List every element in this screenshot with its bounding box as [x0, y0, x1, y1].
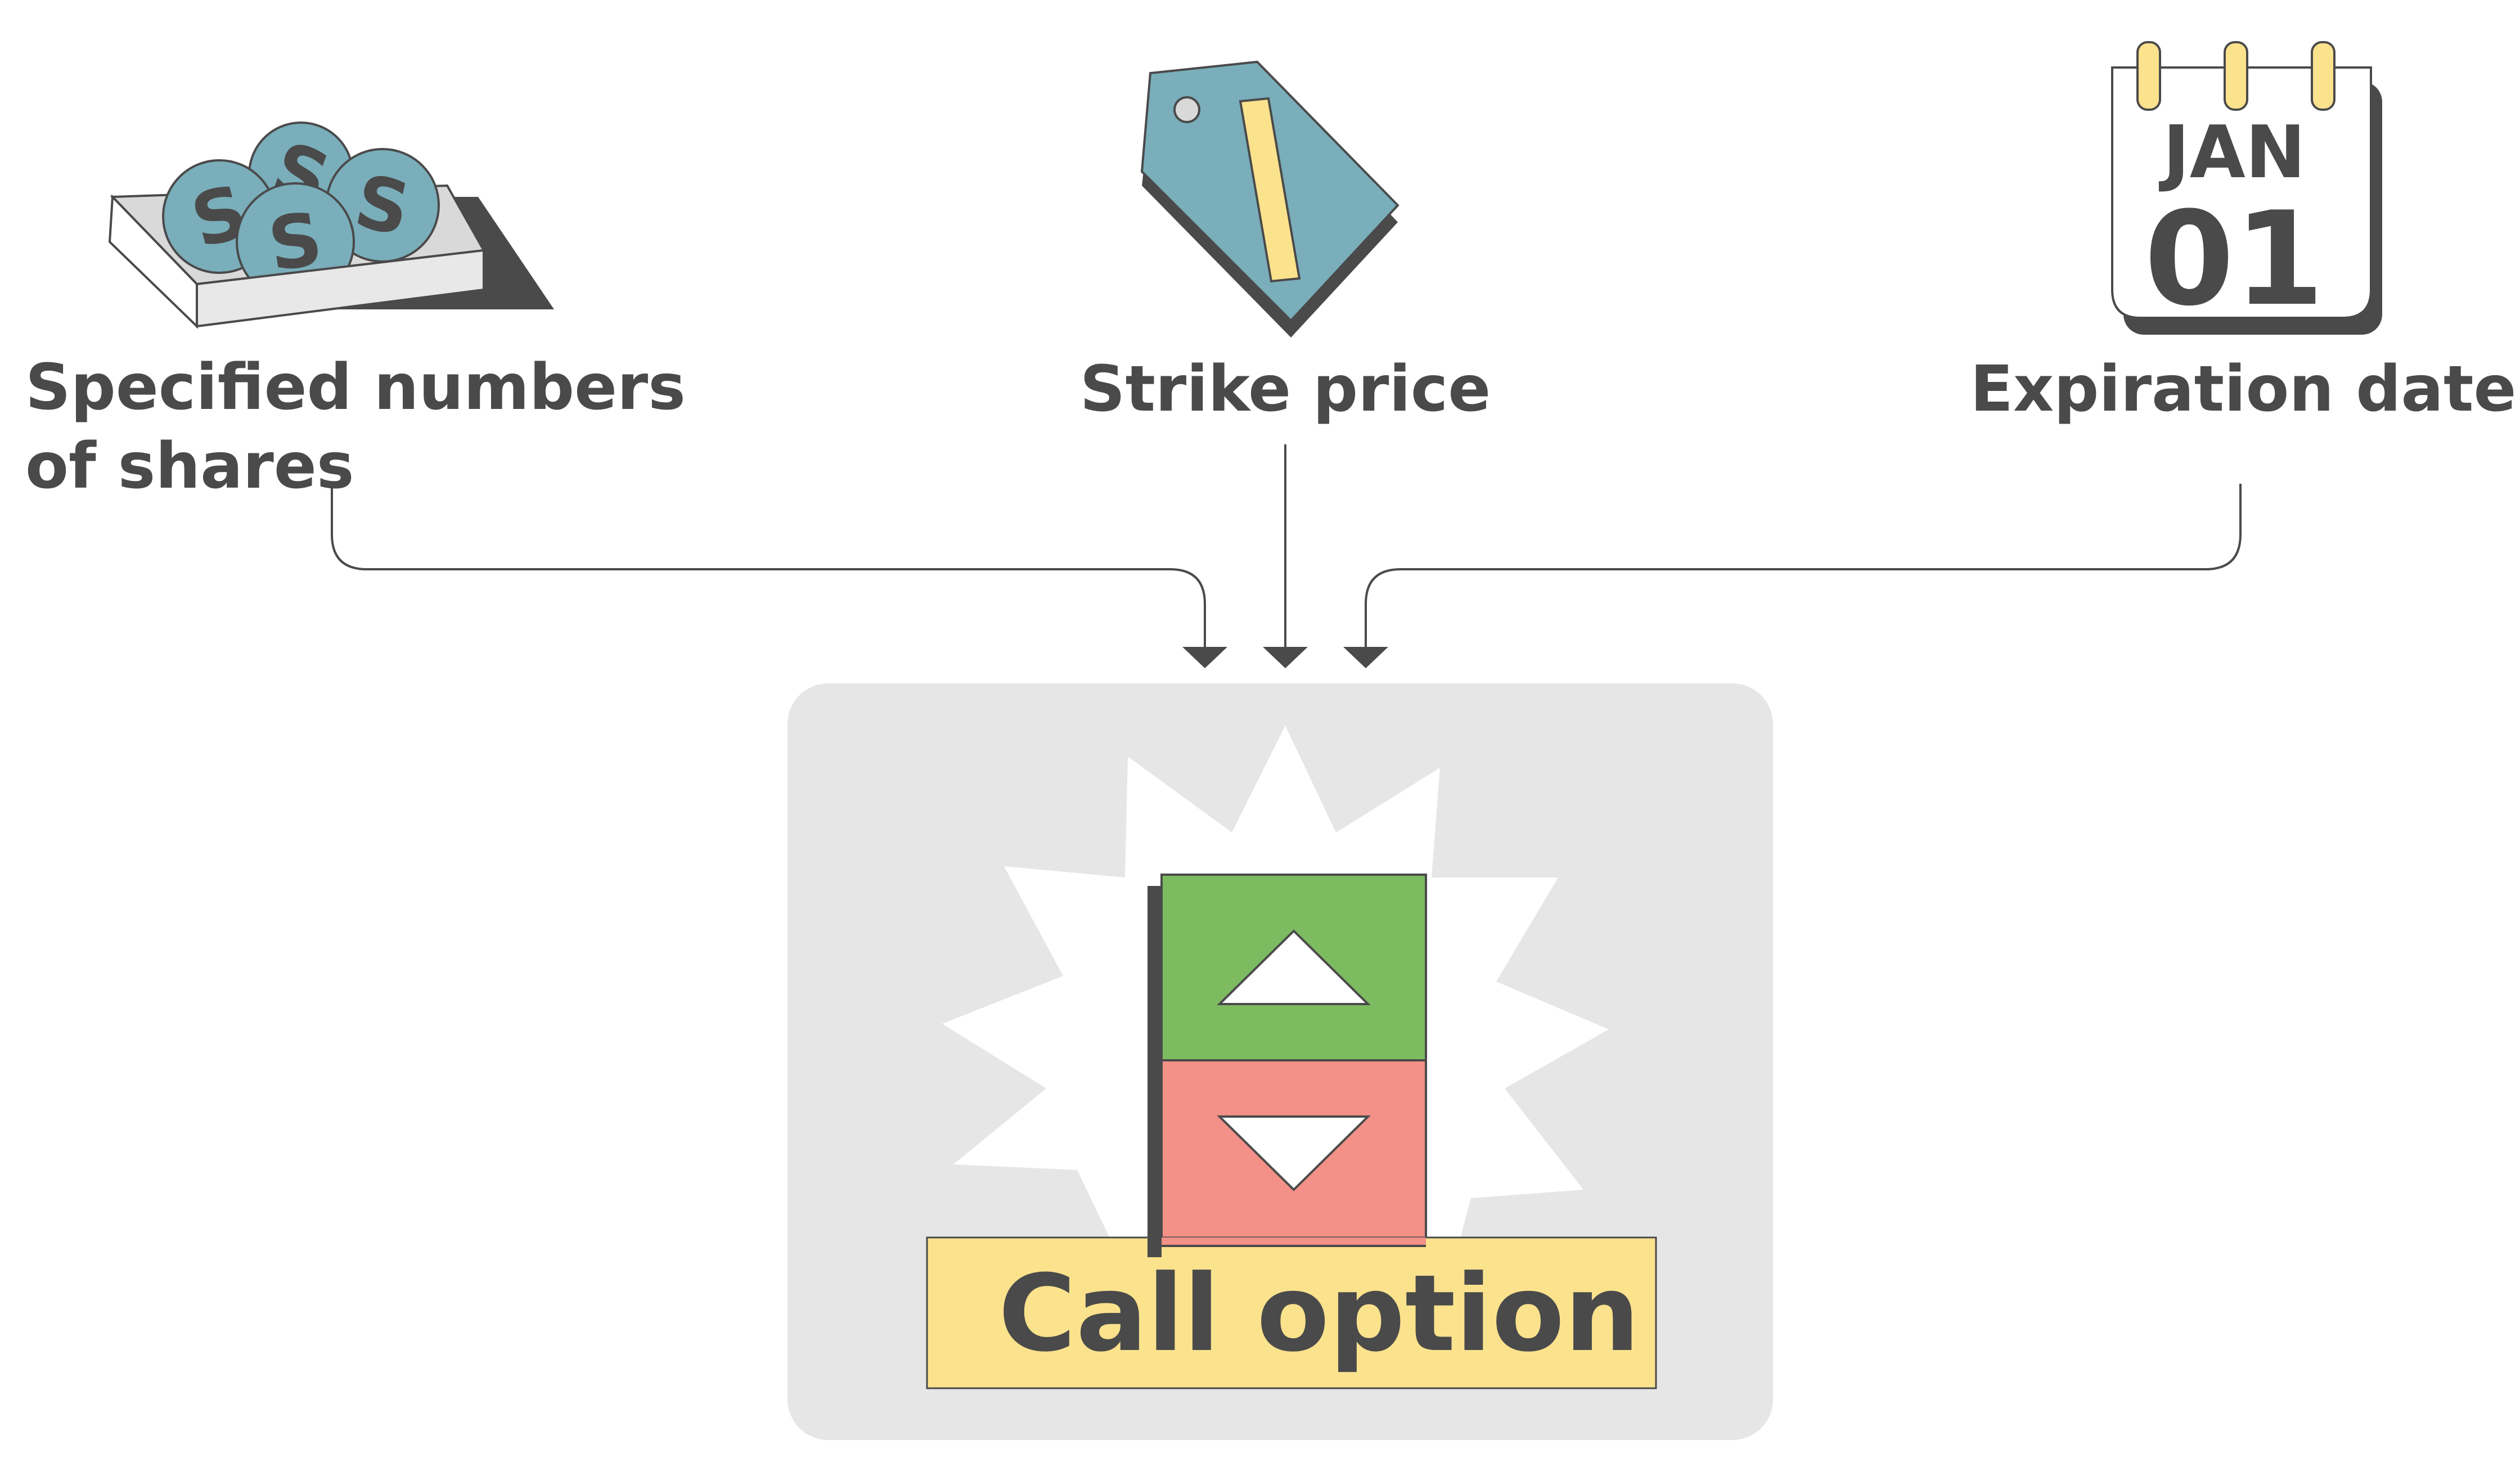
label-strike-price: Strike price [1080, 353, 1491, 426]
calendar-icon: JAN 01 [2111, 41, 2382, 335]
label-shares-line1: Specified numbers [25, 351, 686, 424]
arrow-head-shares [1182, 647, 1227, 668]
arrow-head-strike [1263, 647, 1308, 668]
call-option-banner [926, 1236, 1657, 1389]
calendar-day: 01 [2144, 184, 2324, 335]
connector-expiration [1365, 484, 2242, 647]
connector-shares [331, 484, 1206, 647]
label-shares-line2: of shares [25, 430, 354, 503]
up-arrow-icon [1217, 929, 1371, 1005]
down-arrow-icon [1217, 1115, 1371, 1191]
calendar-month: JAN [2158, 111, 2306, 195]
price-tag-icon [1140, 60, 1400, 338]
arrow-head-expiration [1343, 647, 1388, 668]
call-option-label: Call option [998, 1252, 1640, 1375]
up-down-price-icon [1148, 874, 1427, 1257]
coins-in-box-icon: S S S S [108, 122, 554, 329]
label-expiration-date: Expiration date [1970, 353, 2517, 426]
